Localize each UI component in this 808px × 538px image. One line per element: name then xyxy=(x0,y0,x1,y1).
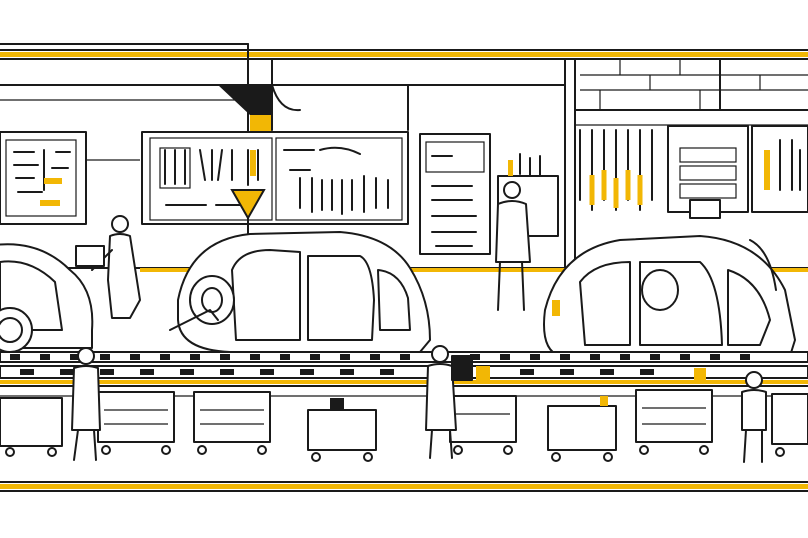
worker-1 xyxy=(75,215,141,319)
car-right xyxy=(543,235,796,357)
car-center xyxy=(169,231,431,353)
car-left xyxy=(0,243,94,353)
frame xyxy=(0,43,808,492)
worker-3 xyxy=(71,347,101,461)
parts-carts xyxy=(0,389,808,462)
worker-5 xyxy=(741,371,767,463)
hanging-tools xyxy=(579,125,808,219)
worker-4 xyxy=(425,345,473,459)
worker-2 xyxy=(495,181,531,311)
tool-board-center xyxy=(141,131,409,225)
tool-board-right xyxy=(419,133,559,255)
tool-board-left xyxy=(0,131,87,225)
